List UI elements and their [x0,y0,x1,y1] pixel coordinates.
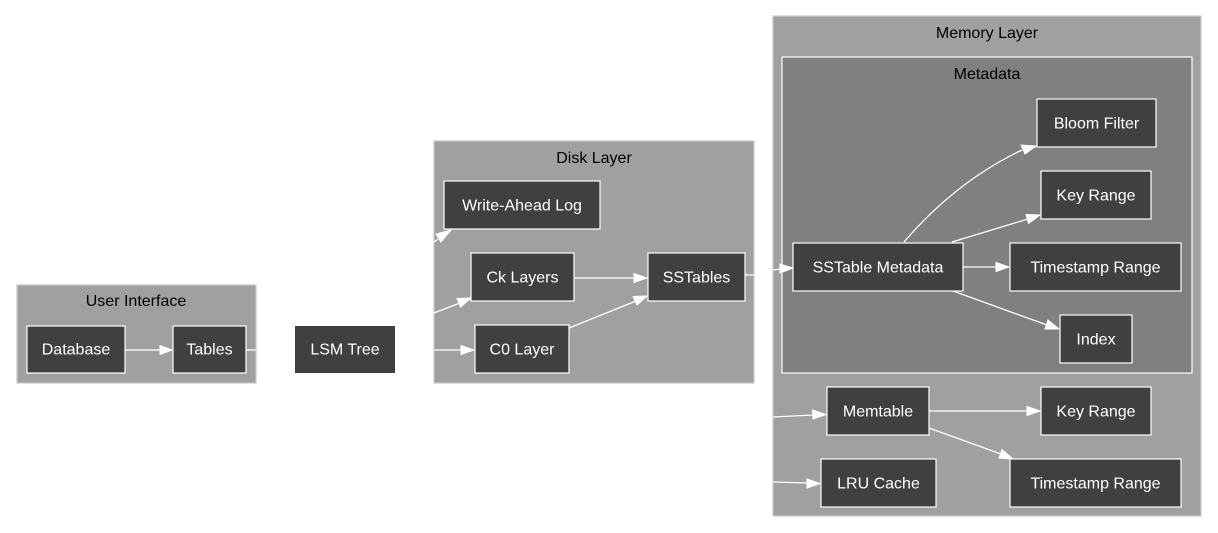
node-ck-layers-label: Ck Layers [486,270,558,287]
edge-sstable-metadata-key-range [951,218,1029,243]
node-write-ahead-log-label: Write-Ahead Log [462,198,582,215]
edge-lsm-tree-memtable [772,414,814,418]
node-bloom-filter-label: Bloom Filter [1054,116,1140,133]
node-meta-key-range[interactable]: Key Range [1040,170,1152,220]
arrowhead-write-ahead-log [435,229,453,243]
node-write-ahead-log[interactable]: Write-Ahead Log [443,180,601,230]
arrowhead-bloom-filter [1020,144,1038,155]
node-c0-layer[interactable]: C0 Layer [474,324,570,374]
node-mem-key-range[interactable]: Key Range [1040,386,1152,436]
node-database-label: Database [42,342,111,359]
node-index[interactable]: Index [1059,314,1133,364]
node-sstable-metadata-label: SSTable Metadata [813,260,944,277]
cluster-memory-layer-label: Memory Layer [936,25,1039,42]
arrowhead-memtable [811,409,828,420]
node-sstables-label: SSTables [663,270,731,287]
node-mem-key-range-label: Key Range [1056,404,1135,421]
node-meta-timestamp-range[interactable]: Timestamp Range [1009,242,1182,292]
arrowhead-ck-layers [456,297,473,308]
arrowhead-mem-timestamp-range [998,448,1015,460]
arrowhead-mem-key-range [1026,405,1042,417]
arrowhead-index [1044,319,1061,330]
arrowhead-meta-key-range [1025,213,1042,225]
arrowhead-c0-sstables [632,295,649,306]
node-mem-timestamp-range-label: Timestamp Range [1030,476,1160,493]
node-lsm-tree-label: LSM Tree [310,342,379,359]
cluster-disk-layer-label: Disk Layer [556,150,632,167]
edge-sstable-metadata-bloom-filter [903,149,1023,243]
arrowhead-lru-cache [806,478,822,489]
edge-lsm-tree-write-ahead-log [433,238,439,243]
arrowhead-sstable-metadata [779,263,795,274]
node-c0-layer-label: C0 Layer [490,342,556,359]
arrowhead-database-tables [159,344,174,356]
node-mem-timestamp-range[interactable]: Timestamp Range [1009,458,1182,508]
edge-c0-layer-sstables [568,300,637,329]
edge-lsm-tree-lru-cache [772,481,808,484]
node-lsm-tree[interactable]: LSM Tree [295,326,395,373]
arrowhead-meta-timestamp-range [995,261,1011,273]
node-ck-layers[interactable]: Ck Layers [470,252,575,302]
arrowhead-c0-layer [460,344,476,356]
node-meta-key-range-label: Key Range [1056,188,1135,205]
edge-sstable-metadata-in [772,268,781,271]
node-lru-cache[interactable]: LRU Cache [820,458,937,508]
cluster-user-interface-label: User Interface [86,293,187,310]
edges [125,144,1061,489]
node-tables[interactable]: Tables [172,325,247,374]
node-memtable-label: Memtable [843,404,913,421]
node-database[interactable]: Database [26,325,126,374]
node-memtable[interactable]: Memtable [826,386,930,436]
node-meta-timestamp-range-label: Timestamp Range [1030,260,1160,277]
edge-memtable-timestamp-range [928,427,1002,455]
cluster-metadata-label: Metadata [954,66,1021,83]
edge-sstable-metadata-index [952,290,1048,326]
node-sstables[interactable]: SSTables [647,252,746,302]
node-tables-label: Tables [186,342,232,359]
edge-lsm-tree-ck-layers [433,302,461,314]
arrowhead-ck-sstables [633,272,649,284]
node-sstable-metadata[interactable]: SSTable Metadata [792,242,964,292]
node-bloom-filter[interactable]: Bloom Filter [1036,98,1157,148]
node-index-label: Index [1076,332,1115,349]
node-lru-cache-label: LRU Cache [837,476,920,493]
